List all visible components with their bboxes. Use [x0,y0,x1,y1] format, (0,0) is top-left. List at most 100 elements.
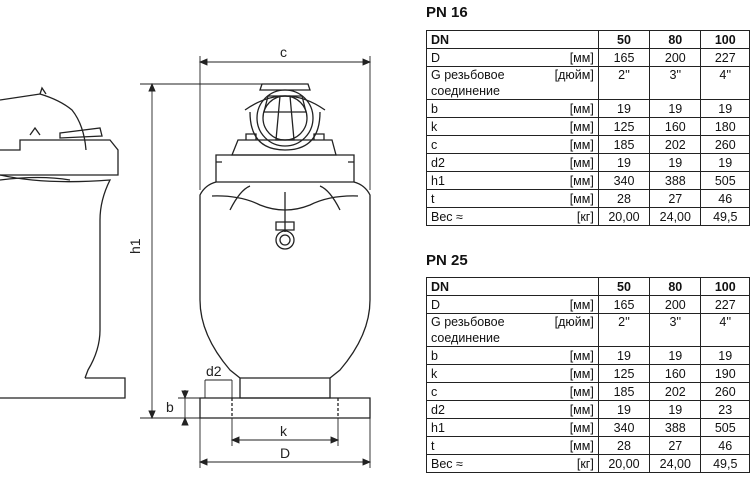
table-row: c [мм] 185 202 260 [425,382,750,401]
table-row: d2 [мм] 19 19 19 [425,153,750,172]
row-param-line1: G резьбовое [431,315,505,329]
side-view-partial [0,86,126,399]
row-value: 19 [649,346,702,365]
row-value: 19 [649,99,702,118]
header-dn: 80 [649,277,702,296]
row-param: c [425,135,548,154]
row-param: Вес ≈ [425,207,548,226]
row-value: 125 [597,117,651,136]
row-value: 160 [649,117,702,136]
row-value: 190 [700,364,750,383]
row-value: 200 [649,295,702,314]
row-value: 19 [597,346,651,365]
row-value: 227 [700,48,750,67]
row-unit: [кг] [547,454,599,473]
spec-table-pn25: DN 50 80 100 D [мм] 165 200 227 G резьбо… [425,277,750,473]
dim-label-b: b [166,399,174,415]
row-value: 23 [700,400,750,419]
row-param-line2: соединение [431,84,500,98]
row-value: 340 [597,418,651,437]
header-label: DN [425,30,548,49]
row-unit: [мм] [547,295,599,314]
row-value: 49,5 [700,454,750,473]
table-title-pn25: PN 25 [426,252,468,269]
row-value: 160 [649,364,702,383]
row-value: 202 [649,135,702,154]
row-value: 27 [649,436,702,455]
row-value: 19 [700,153,750,172]
table-row: k [мм] 125 160 190 [425,364,750,383]
row-value: 4'' [700,66,750,100]
table-title-pn16: PN 16 [426,4,468,21]
row-value: 388 [649,171,702,190]
table-header-row: DN 50 80 100 [425,277,750,296]
row-value: 20,00 [597,207,651,226]
table-row: k [мм] 125 160 180 [425,117,750,136]
row-value: 202 [649,382,702,401]
table-row: t [мм] 28 27 46 [425,189,750,208]
row-value: 388 [649,418,702,437]
table-row: b [мм] 19 19 19 [425,99,750,118]
table-row: b [мм] 19 19 19 [425,346,750,365]
table-row: Вес ≈ [кг] 20,00 24,00 49,5 [425,207,750,226]
row-value: 200 [649,48,702,67]
row-unit: [дюйм] [547,313,599,347]
row-unit: [мм] [547,189,599,208]
row-param: k [425,364,548,383]
row-value: 19 [700,346,750,365]
row-value: 340 [597,171,651,190]
row-value: 19 [649,400,702,419]
row-param: d2 [425,400,548,419]
row-param: h1 [425,418,548,437]
row-unit: [мм] [547,400,599,419]
spec-table-pn16: DN 50 80 100 D [мм] 165 200 227 G резьбо… [425,30,750,226]
row-value: 24,00 [649,207,702,226]
row-value: 3'' [649,313,702,347]
row-param: b [425,99,548,118]
row-param: b [425,346,548,365]
table-header-row: DN 50 80 100 [425,30,750,49]
row-unit: [мм] [547,48,599,67]
row-value: 2'' [597,313,651,347]
header-label: DN [425,277,548,296]
table-row: d2 [мм] 19 19 23 [425,400,750,419]
table-row: G резьбовое соединение [дюйм] 2'' 3'' 4'' [425,313,750,347]
row-unit: [мм] [547,171,599,190]
row-value: 19 [649,153,702,172]
row-value: 19 [597,400,651,419]
header-dn: 100 [700,30,750,49]
row-unit: [мм] [547,135,599,154]
row-value: 165 [597,48,651,67]
header-dn: 50 [597,30,651,49]
row-param: D [425,48,548,67]
row-param: t [425,436,548,455]
row-value: 27 [649,189,702,208]
dim-label-c: c [280,44,287,60]
row-value: 2'' [597,66,651,100]
front-view [199,83,371,419]
table-row: D [мм] 165 200 227 [425,295,750,314]
row-value: 20,00 [597,454,651,473]
row-unit: [мм] [547,436,599,455]
row-unit: [мм] [547,364,599,383]
row-param-line2: соединение [431,331,500,345]
row-unit: [дюйм] [547,66,599,100]
row-value: 28 [597,189,651,208]
row-value: 125 [597,364,651,383]
row-value: 185 [597,135,651,154]
dimension-lines [140,56,372,468]
row-value: 4'' [700,313,750,347]
row-value: 46 [700,189,750,208]
table-row: t [мм] 28 27 46 [425,436,750,455]
row-param: D [425,295,548,314]
row-unit: [мм] [547,117,599,136]
row-value: 185 [597,382,651,401]
table-row: h1 [мм] 340 388 505 [425,418,750,437]
technical-drawing: c h1 d2 b k D [0,44,372,468]
row-unit: [мм] [547,346,599,365]
dim-label-h1: h1 [127,238,143,254]
table-row: c [мм] 185 202 260 [425,135,750,154]
row-value: 19 [700,99,750,118]
